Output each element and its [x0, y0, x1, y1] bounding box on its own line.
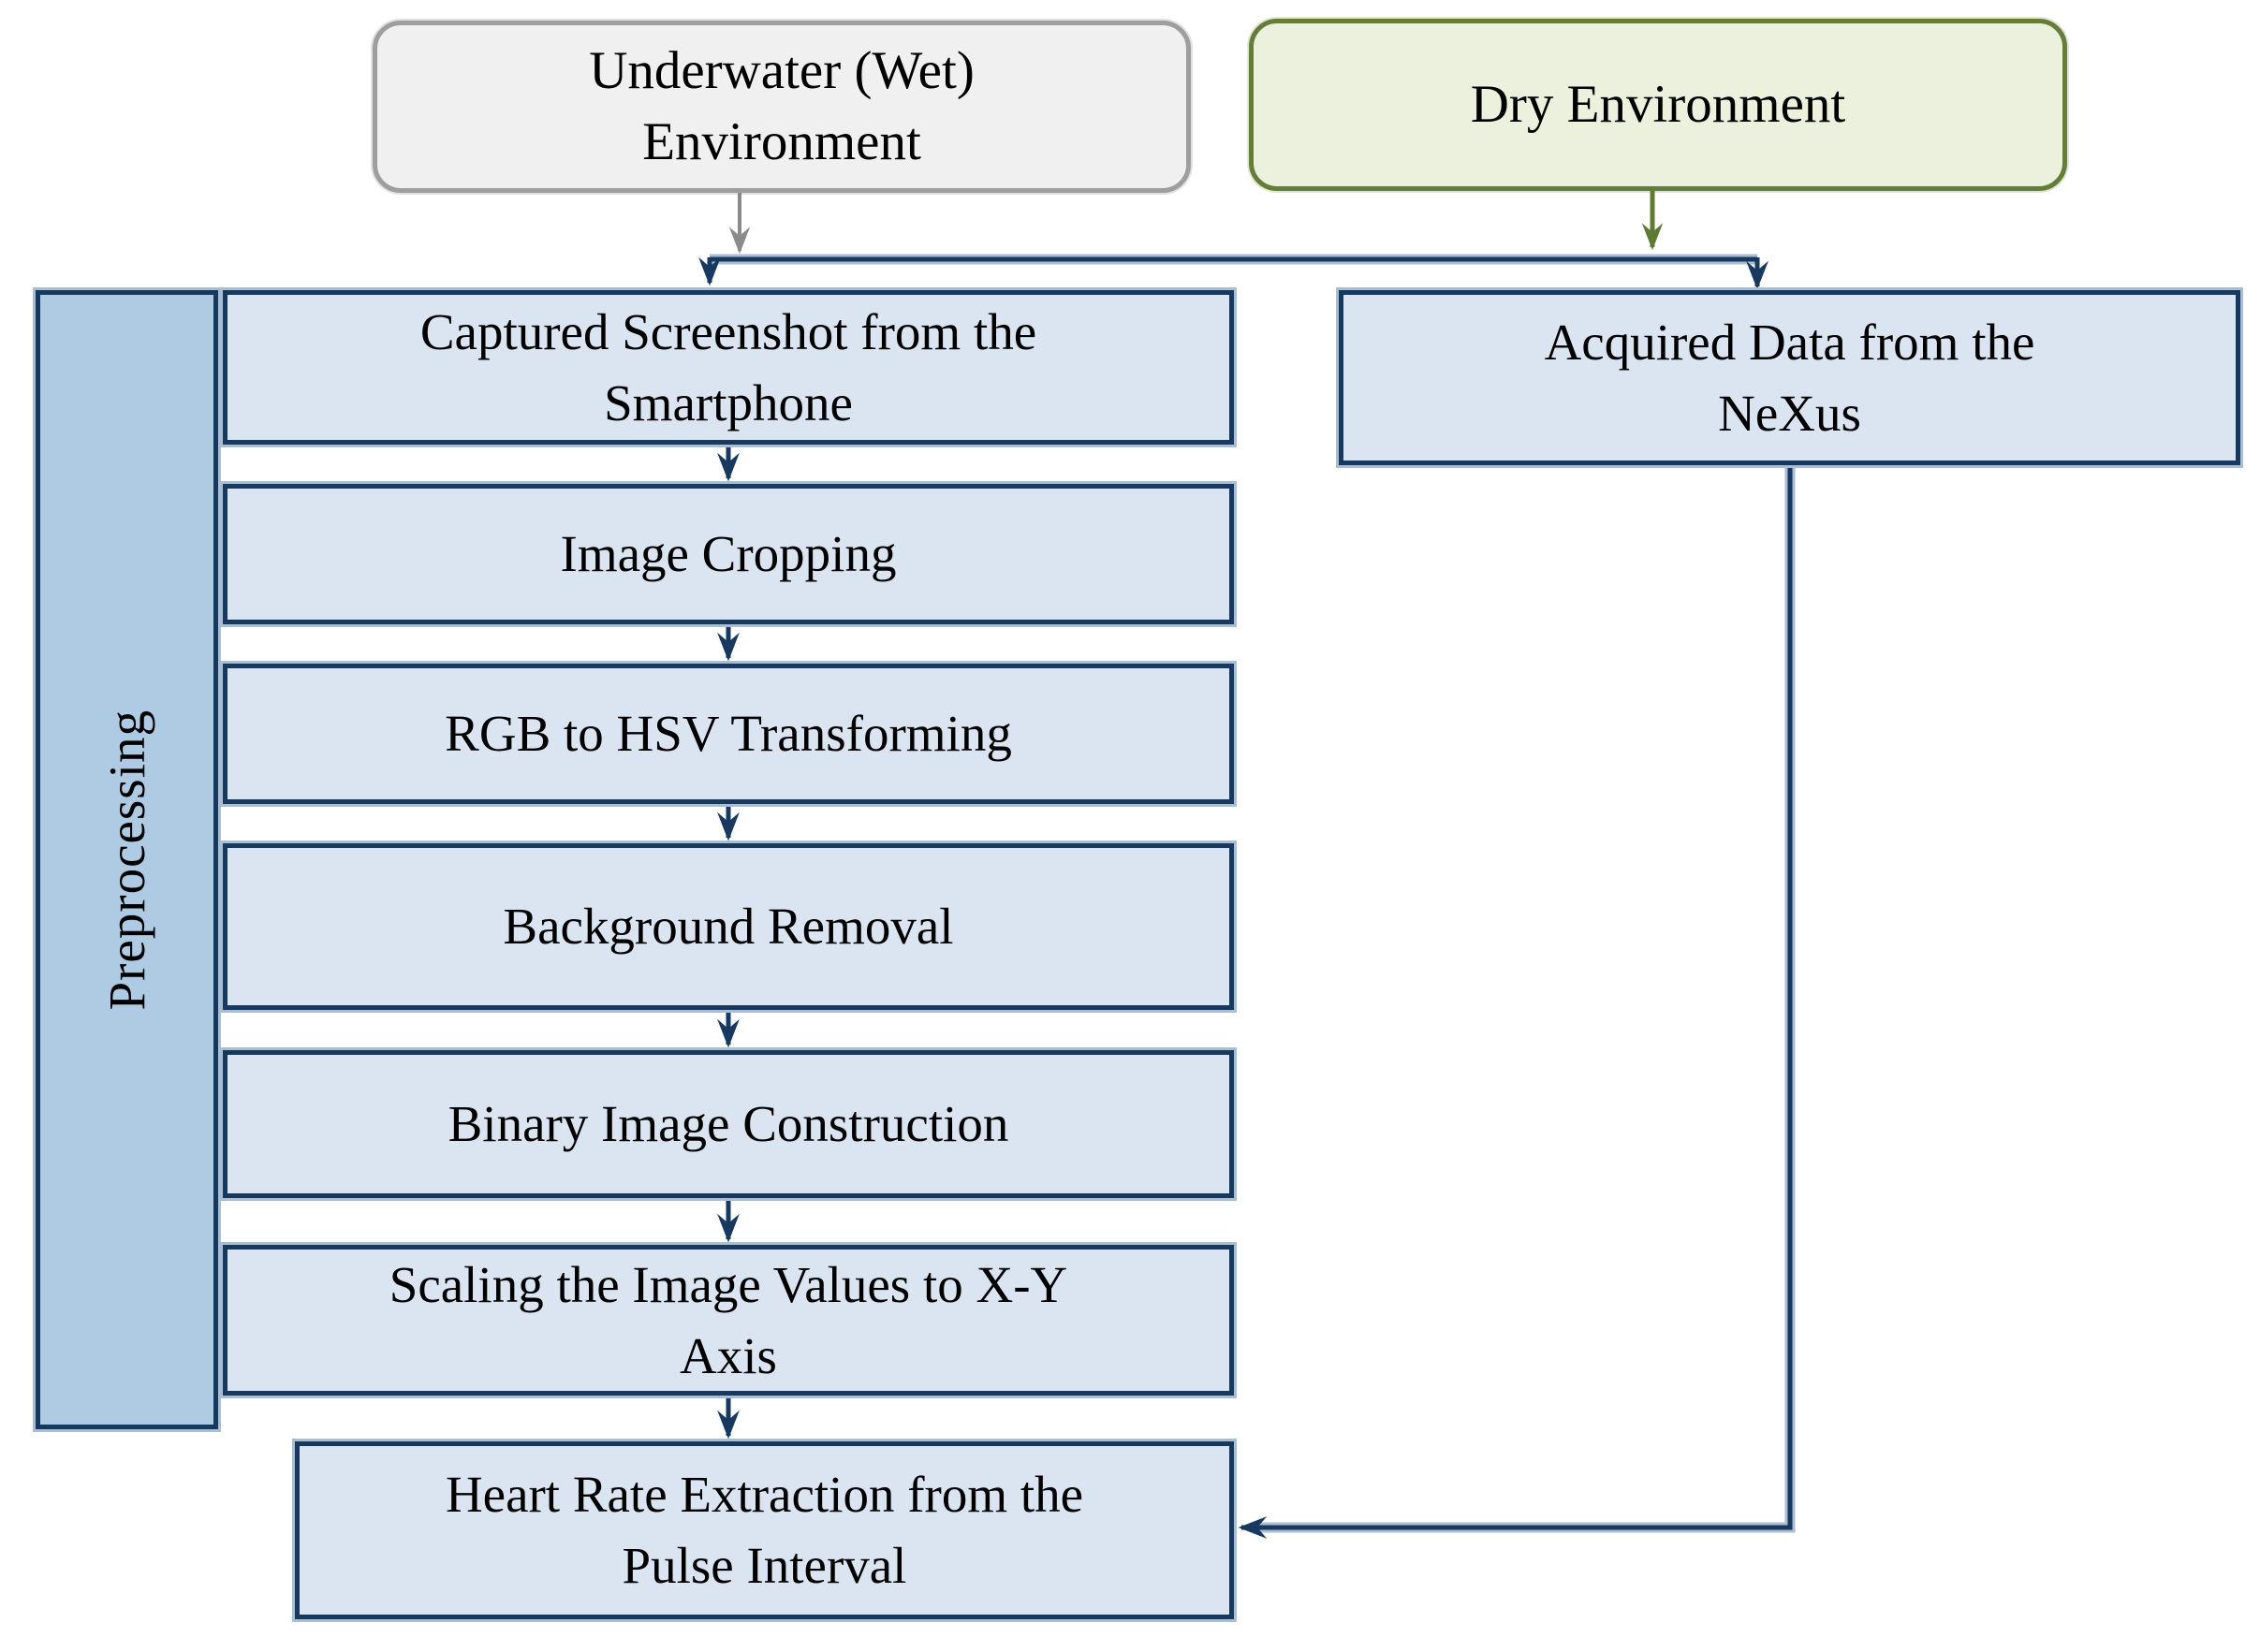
- step-scaling-xy: Scaling the Image Values to X-Y Axis: [223, 1245, 1234, 1396]
- step-scaling-xy-line2: Axis: [680, 1326, 777, 1384]
- step-background-removal: Background Removal: [223, 843, 1234, 1010]
- node-dry-line1: Dry Environment: [1470, 75, 1846, 134]
- node-dry-environment: Dry Environment: [1249, 19, 2067, 191]
- connector-nexus-to-heart-halo: [1255, 465, 1796, 1533]
- step-heart-rate-line1: Heart Rate Extraction from the: [445, 1466, 1084, 1523]
- node-acquired-nexus: Acquired Data from the NeXus: [1339, 290, 2240, 465]
- step-image-cropping: Image Cropping: [223, 484, 1234, 624]
- step-binary-image: Binary Image Construction: [223, 1050, 1234, 1198]
- step-captured-screenshot-line2: Smartphone: [604, 373, 853, 431]
- step-scaling-xy-line1: Scaling the Image Values to X-Y: [389, 1255, 1068, 1313]
- step-heart-rate-line2: Pulse Interval: [622, 1537, 907, 1594]
- sidebar-preprocessing-label: Preprocessing: [98, 709, 155, 1011]
- step-rgb-to-hsv-line1: RGB to HSV Transforming: [445, 705, 1012, 762]
- step-captured-screenshot-line1: Captured Screenshot from the: [419, 302, 1037, 360]
- sidebar-preprocessing: Preprocessing: [36, 290, 218, 1429]
- node-underwater-environment: Underwater (Wet) Environment: [373, 21, 1191, 193]
- node-underwater-line1: Underwater (Wet): [589, 41, 975, 100]
- step-image-cropping-line1: Image Cropping: [560, 525, 897, 582]
- step-background-removal-line1: Background Removal: [503, 898, 954, 955]
- node-acquired-nexus-line2: NeXus: [1718, 384, 1861, 442]
- step-binary-image-line1: Binary Image Construction: [448, 1095, 1009, 1152]
- step-captured-screenshot: Captured Screenshot from the Smartphone: [223, 290, 1234, 445]
- node-underwater-line2: Environment: [642, 112, 921, 171]
- connector-nexus-to-heart-icon: [1238, 465, 1793, 1539]
- step-rgb-to-hsv: RGB to HSV Transforming: [223, 664, 1234, 804]
- node-acquired-nexus-line1: Acquired Data from the: [1544, 313, 2035, 371]
- step-heart-rate: Heart Rate Extraction from the Pulse Int…: [295, 1441, 1234, 1619]
